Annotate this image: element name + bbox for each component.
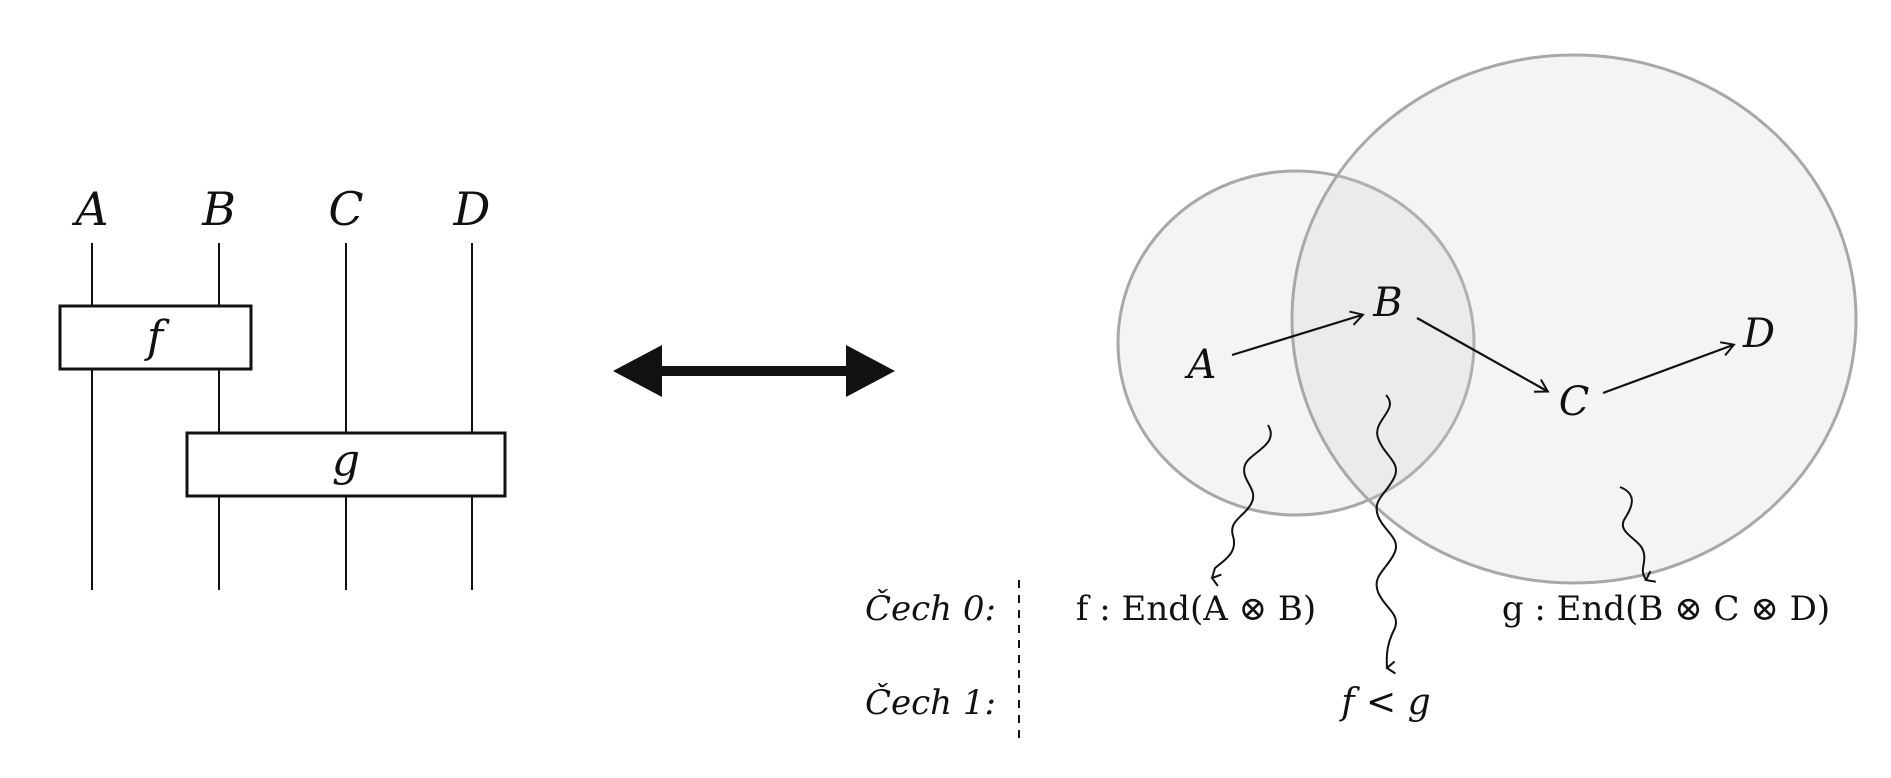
arrow-b-c bbox=[1416, 317, 1550, 393]
wire-label-c: C bbox=[328, 182, 363, 236]
equivalence-arrow bbox=[613, 345, 895, 397]
wire-label-d: D bbox=[453, 182, 491, 236]
region-large bbox=[1290, 53, 1858, 585]
wire-label-a: A bbox=[71, 182, 108, 236]
row-label-cech1: Čech 1: bbox=[865, 682, 996, 723]
squiggle-f bbox=[1210, 424, 1272, 587]
arrow-a-b bbox=[1231, 310, 1365, 357]
box-f bbox=[58, 304, 253, 371]
squiggle-g bbox=[1619, 486, 1657, 583]
box-g bbox=[185, 431, 507, 498]
region-small bbox=[1116, 169, 1476, 517]
cech0-g-type: g : End(B ⊗ C ⊗ D) bbox=[1502, 589, 1830, 629]
node-d: D bbox=[1742, 311, 1775, 357]
string-diagram: A B C D f g bbox=[58, 182, 507, 590]
cech-diagram: A B C D Čech 0: Čech 1: f : End(A ⊗ B) g… bbox=[865, 53, 1858, 738]
cech1-relation: f < g bbox=[1338, 682, 1430, 723]
row-label-cech0: Čech 0: bbox=[865, 588, 996, 629]
squiggle-fg bbox=[1375, 394, 1397, 675]
node-a: A bbox=[1184, 342, 1217, 388]
arrow-c-d bbox=[1602, 341, 1736, 395]
wire-label-b: B bbox=[201, 182, 236, 236]
cech0-f-type: f : End(A ⊗ B) bbox=[1076, 589, 1316, 629]
box-g-label: g bbox=[332, 435, 360, 486]
node-b: B bbox=[1372, 280, 1402, 326]
node-c: C bbox=[1559, 379, 1590, 425]
